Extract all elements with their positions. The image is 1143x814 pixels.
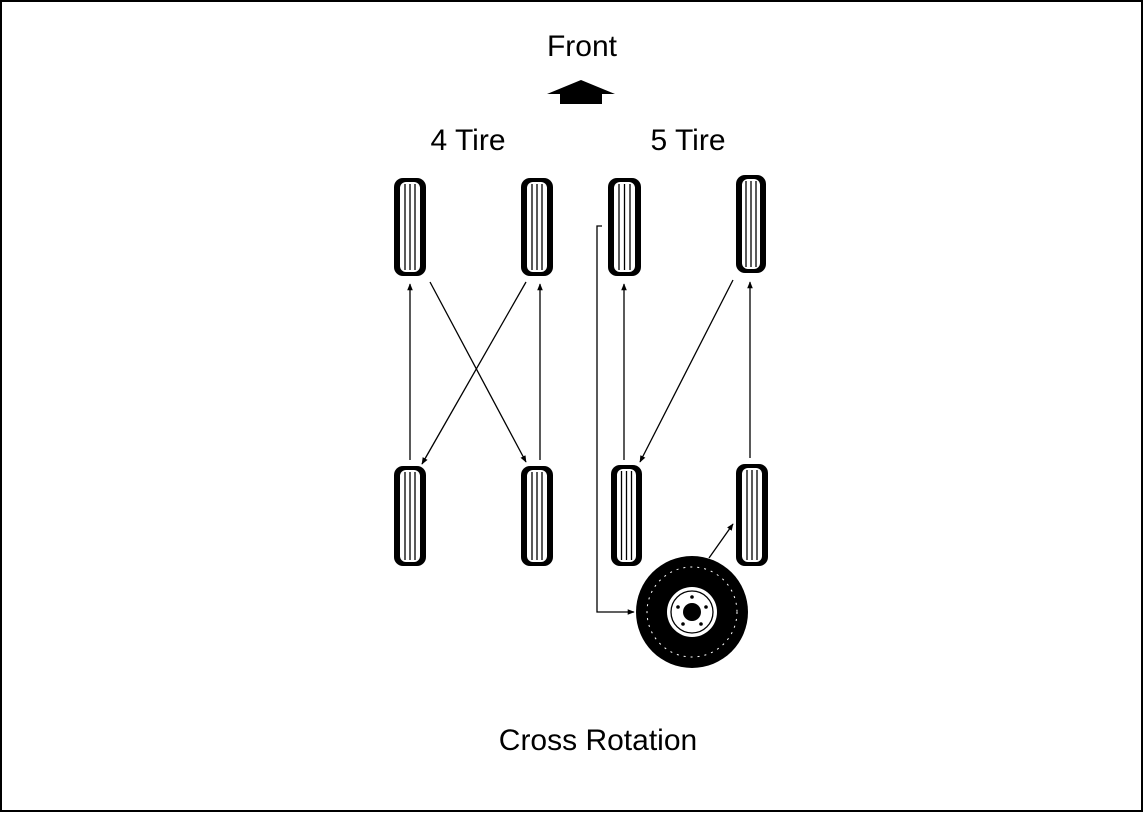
tire-front-right-4	[521, 178, 553, 276]
four-tire-label: 4 Tire	[430, 124, 506, 157]
tire-rear-left-5	[611, 465, 642, 566]
arrow-fl5-to-spare	[596, 225, 635, 615]
tire-front-left-5	[608, 178, 641, 276]
front-label: Front	[546, 30, 618, 63]
spare-wheel-icon	[636, 556, 748, 668]
tire-front-right-5	[736, 175, 766, 273]
diagram-caption: Cross Rotation	[498, 724, 698, 757]
arrow-spare-to-rr5	[708, 523, 734, 559]
tire-rear-right-5	[736, 464, 768, 566]
arrow-fr5-to-rl5	[639, 279, 734, 463]
tire-rear-right-4	[521, 466, 553, 566]
tire-rear-left-4	[394, 466, 426, 566]
arrow-fr-to-rl	[421, 281, 527, 465]
tire-front-left-4	[394, 178, 426, 276]
arrow-fl-to-rr	[429, 281, 527, 463]
front-arrow-icon	[547, 80, 615, 104]
five-tire-label: 5 Tire	[650, 124, 726, 157]
